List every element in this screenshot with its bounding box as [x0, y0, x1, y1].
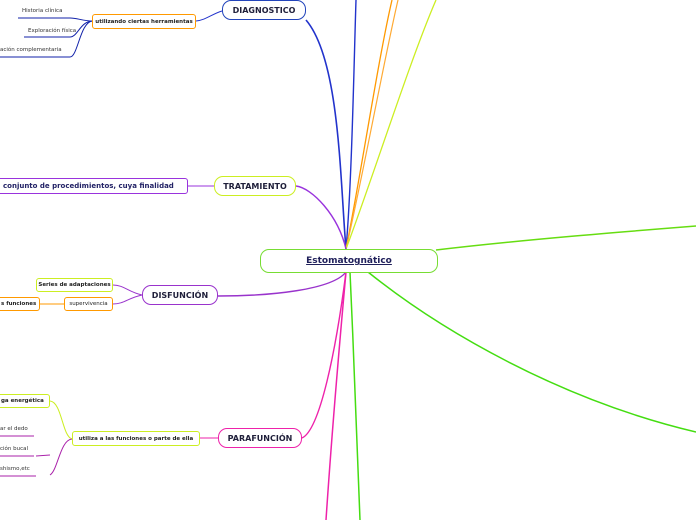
connector-parafuncion — [301, 271, 347, 439]
connector-top-orange-2 — [345, 0, 399, 250]
connector-diag-historia — [18, 17, 94, 22]
disfuncion-node[interactable]: DISFUNCIÓN — [142, 285, 218, 305]
disfuncion-functions-node[interactable]: s funciones — [0, 297, 40, 311]
parafuncion-label: PARAFUNCIÓN — [227, 433, 293, 443]
connector-top-orange-1 — [345, 0, 393, 250]
disfuncion-survival-node[interactable]: supervivencia — [64, 297, 113, 311]
disfuncion-adaptations-node[interactable]: Series de adaptaciones — [36, 278, 113, 292]
center-node-label: Estomatognático — [306, 256, 392, 266]
connector-top-yellow — [345, 0, 437, 250]
connector-bottom-magenta — [325, 271, 347, 520]
parafuncion-uses-node[interactable]: utiliza a las funciones o parte de ella — [72, 431, 200, 446]
connector-tratamiento — [295, 185, 347, 250]
disfuncion-functions-label: s funciones — [1, 301, 37, 307]
tratamiento-node[interactable]: TRATAMIENTO — [214, 176, 296, 196]
connector-para-item-2 — [35, 454, 51, 457]
parafuncion-node[interactable]: PARAFUNCIÓN — [218, 428, 302, 448]
disfuncion-survival-label: supervivencia — [69, 301, 108, 307]
parafuncion-energy-node[interactable]: ga energética — [0, 394, 50, 408]
tratamiento-detail-label: conjunto de procedimientos, cuya finalid… — [3, 182, 174, 190]
center-node[interactable]: Estomatognático — [260, 249, 438, 273]
connector-diag-tools — [195, 10, 223, 22]
parafuncion-item-3: shismo,etc — [0, 466, 30, 472]
parafuncion-uses-label: utiliza a las funciones o parte de ella — [78, 435, 194, 442]
diagnostico-label: DIAGNOSTICO — [232, 5, 296, 15]
connector-diag-complementaria — [0, 20, 94, 58]
connector-para-energy — [49, 400, 73, 440]
connector-para-items — [49, 438, 73, 476]
diagnostico-item-complementaria: ación complementaria — [0, 47, 62, 53]
disfuncion-label: DISFUNCIÓN — [151, 290, 209, 300]
connector-disfuncion — [217, 271, 347, 297]
connector-diagnostico — [305, 19, 347, 250]
tratamiento-detail-node[interactable]: conjunto de procedimientos, cuya finalid… — [0, 178, 188, 194]
connector-right-upper — [435, 225, 696, 251]
connector-right-lower — [367, 271, 696, 433]
connector-disf-adapt — [112, 284, 143, 296]
disfuncion-adaptations-label: Series de adaptaciones — [38, 282, 111, 288]
connector-top-blue — [345, 0, 357, 250]
diagnostico-item-historia: Historia clínica — [22, 8, 63, 14]
parafuncion-item-2: ción bucal — [0, 446, 29, 452]
tratamiento-label: TRATAMIENTO — [223, 181, 287, 191]
diagnostico-item-exploracion: Exploración física — [28, 28, 77, 34]
diagnostico-tools-label: utilizando ciertas herramientas — [95, 18, 193, 25]
diagnostico-node[interactable]: DIAGNOSTICO — [222, 0, 306, 20]
connector-bottom-green — [349, 271, 361, 520]
parafuncion-item-1: ar el dedo — [0, 426, 28, 432]
connector-disf-surv — [112, 294, 143, 305]
parafuncion-energy-label: ga energética — [1, 398, 44, 404]
diagnostico-tools-node[interactable]: utilizando ciertas herramientas — [92, 14, 196, 29]
